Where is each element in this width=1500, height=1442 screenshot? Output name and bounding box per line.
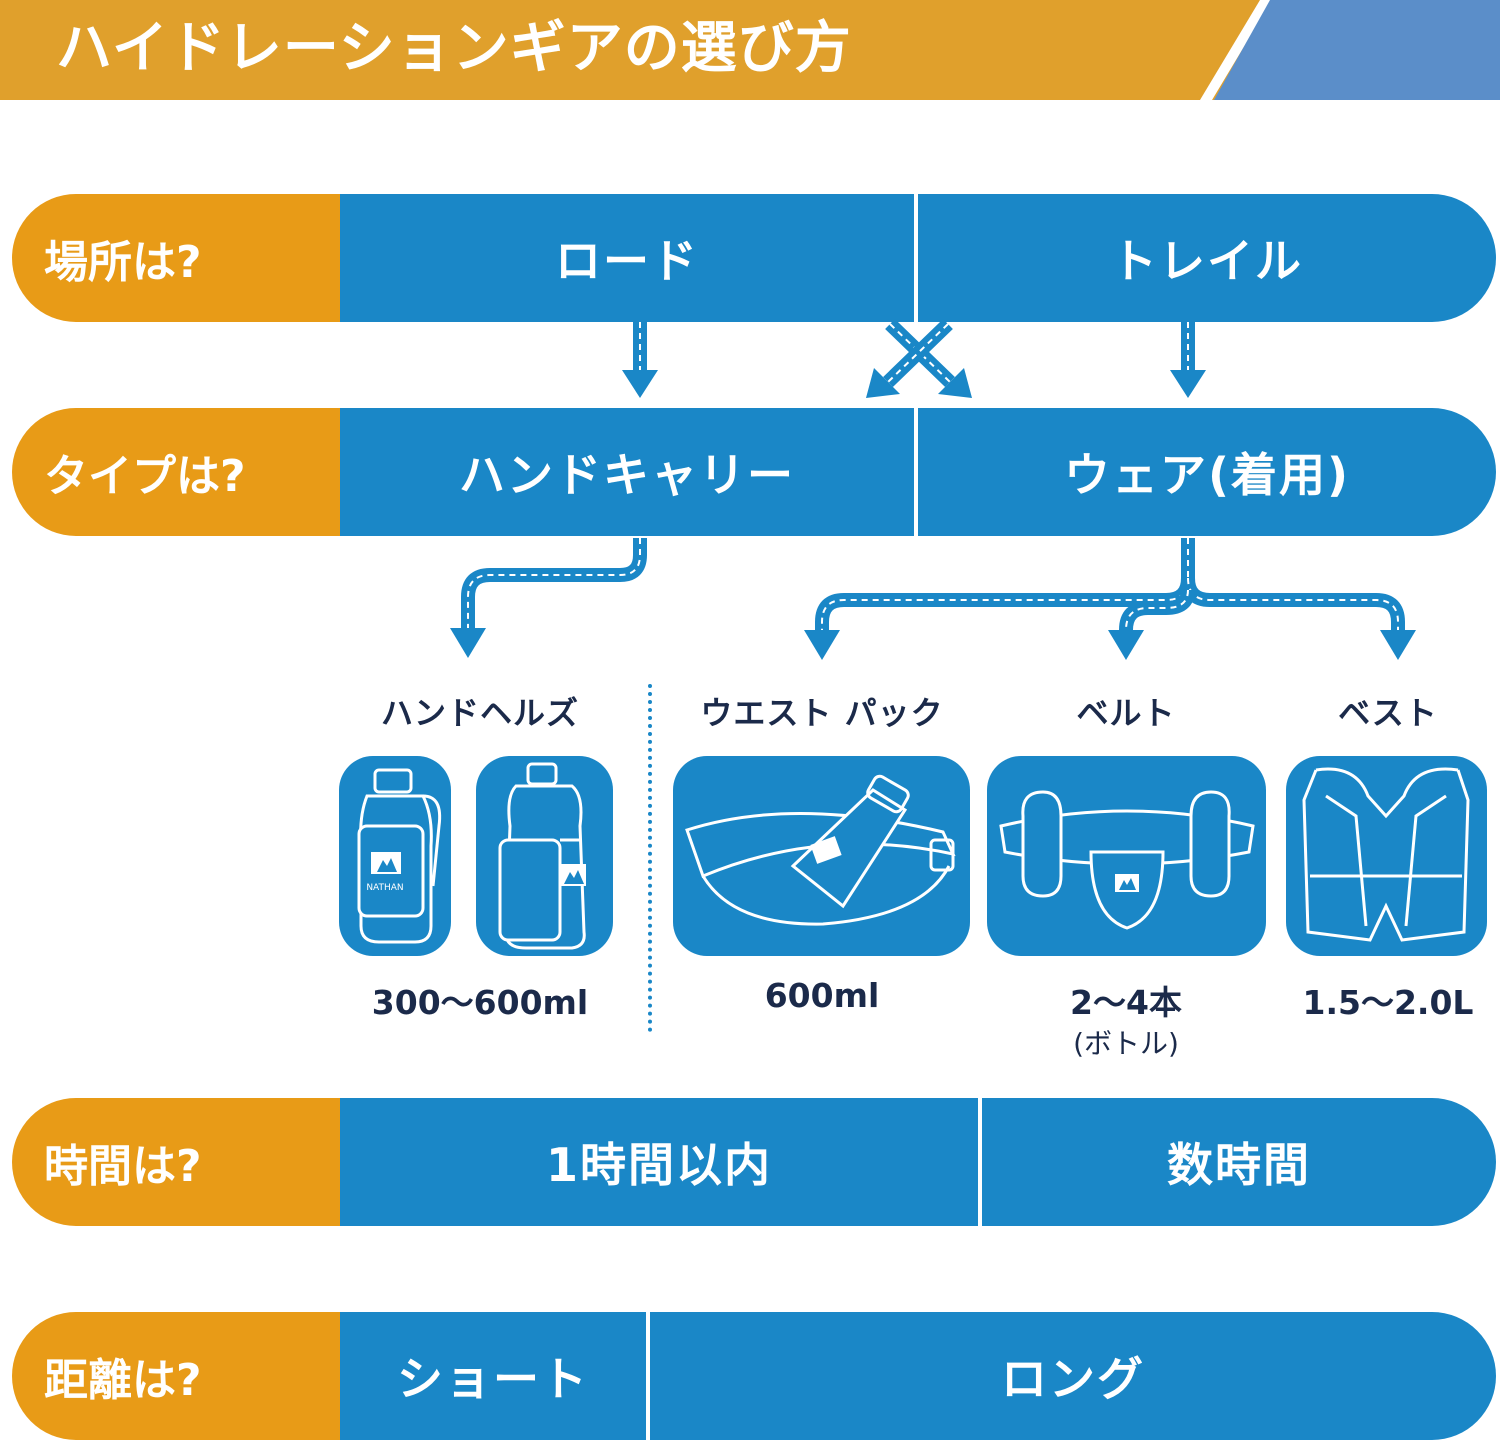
handheld-bottle-icon	[498, 762, 586, 950]
handheld-tile-2[interactable]	[476, 756, 613, 956]
flow-arrows	[450, 318, 1416, 660]
cross-arrows	[866, 318, 972, 398]
product-title-belt: ベルト	[1076, 694, 1176, 732]
trail-to-wear-arrow	[1170, 322, 1206, 398]
capacity-belt: 2〜4本	[1070, 983, 1182, 1022]
hydration-vest-icon	[1302, 767, 1470, 942]
time-label: 時間は?	[12, 1098, 340, 1226]
brand-text: NATHAN	[366, 883, 403, 893]
product-title-vest: ベスト	[1338, 694, 1438, 732]
capacity-vest: 1.5〜2.0L	[1302, 983, 1474, 1022]
belt-tile[interactable]	[987, 756, 1266, 956]
waist-pack-tile[interactable]	[673, 756, 970, 956]
option-trail[interactable]: トレイル	[918, 194, 1496, 322]
place-row: 場所は? ロード トレイル	[12, 194, 1496, 322]
hand-carry-branch	[450, 538, 647, 658]
option-short[interactable]: ショート	[340, 1312, 646, 1440]
dotted-divider	[648, 684, 652, 1032]
divider	[914, 194, 918, 322]
page-title: ハイドレーションギアの選び方	[56, 16, 852, 81]
wear-branch	[804, 538, 1416, 660]
capacity-waist-pack: 600ml	[764, 976, 880, 1015]
header-accent	[1214, 0, 1500, 100]
option-several-hours[interactable]: 数時間	[982, 1098, 1496, 1226]
product-title-waist-pack: ウエスト パック	[700, 694, 944, 732]
bottle-belt-icon	[999, 790, 1255, 930]
road-to-hand-carry-arrow	[622, 322, 658, 398]
divider	[646, 1312, 650, 1440]
handheld-bottle-icon: NATHAN	[357, 768, 442, 944]
capacity-handheld: 300〜600ml	[371, 983, 589, 1022]
handheld-tile-1[interactable]: NATHAN	[339, 756, 451, 956]
vest-tile[interactable]	[1286, 756, 1487, 956]
distance-label: 距離は?	[12, 1312, 340, 1440]
option-hand-carry[interactable]: ハンドキャリー	[340, 408, 914, 536]
product-title-handheld: ハンドヘルズ	[380, 694, 579, 732]
option-long[interactable]: ロング	[650, 1312, 1496, 1440]
distance-row: 距離は? ショート ロング	[12, 1312, 1496, 1440]
option-under-1-hour[interactable]: 1時間以内	[340, 1098, 978, 1226]
waist-pack-icon	[685, 774, 956, 926]
type-row: タイプは? ハンドキャリー ウェア(着用)	[12, 408, 1496, 536]
capacity-belt-note: (ボトル)	[1073, 1027, 1179, 1060]
option-wear[interactable]: ウェア(着用)	[918, 408, 1496, 536]
time-row: 時間は? 1時間以内 数時間	[12, 1098, 1496, 1226]
divider	[914, 408, 918, 536]
place-label: 場所は?	[12, 194, 340, 322]
option-road[interactable]: ロード	[340, 194, 914, 322]
type-label: タイプは?	[12, 408, 340, 536]
divider	[978, 1098, 982, 1226]
